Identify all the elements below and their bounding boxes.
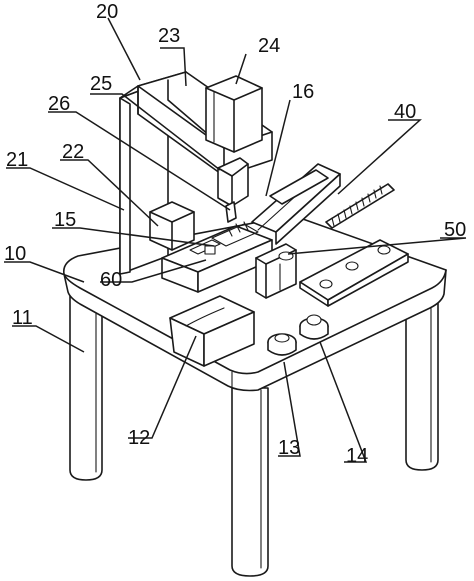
label-12: 12 bbox=[128, 427, 150, 449]
label-20: 20 bbox=[96, 1, 118, 23]
chip-bin bbox=[169, 295, 255, 367]
leader-lines bbox=[4, 17, 467, 463]
control-buttons bbox=[267, 314, 329, 356]
label-50: 50 bbox=[444, 219, 466, 241]
label-60: 60 bbox=[100, 269, 122, 291]
label-26: 26 bbox=[48, 93, 70, 115]
label-23: 23 bbox=[158, 25, 180, 47]
part-labels: 20 23 24 25 16 26 40 21 22 50 15 10 60 1… bbox=[4, 1, 466, 467]
motor bbox=[205, 75, 263, 153]
label-15: 15 bbox=[54, 209, 76, 231]
label-10: 10 bbox=[4, 243, 26, 265]
slide-rail bbox=[251, 163, 341, 245]
label-25: 25 bbox=[90, 73, 112, 95]
label-16: 16 bbox=[292, 81, 314, 103]
spindle-head bbox=[217, 157, 249, 223]
clamp-bed bbox=[161, 221, 273, 293]
table-legs bbox=[69, 285, 439, 577]
label-13: 13 bbox=[278, 437, 300, 459]
press-assembly bbox=[255, 243, 297, 299]
label-22: 22 bbox=[62, 141, 84, 163]
label-40: 40 bbox=[394, 101, 416, 123]
mounting-plate bbox=[299, 239, 409, 307]
label-14: 14 bbox=[346, 445, 368, 467]
fixture-block bbox=[149, 201, 195, 251]
screw-rod bbox=[325, 183, 395, 229]
label-21: 21 bbox=[6, 149, 28, 171]
label-11: 11 bbox=[12, 307, 33, 329]
label-24: 24 bbox=[258, 35, 280, 57]
